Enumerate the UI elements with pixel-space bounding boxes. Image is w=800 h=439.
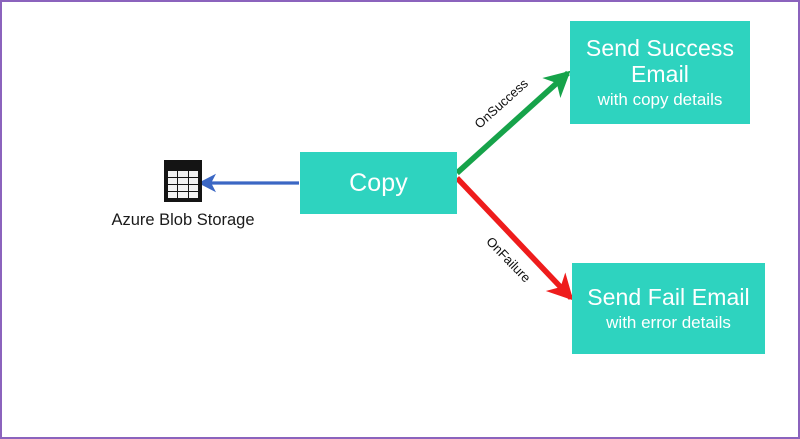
edge-copy-to-success <box>455 70 571 176</box>
table-grid-icon-row <box>168 171 198 177</box>
activity-node-copy[interactable]: Copy <box>300 152 457 214</box>
activity-node-success-title: Send Success Email <box>585 35 735 87</box>
table-grid-icon-row <box>168 178 198 184</box>
activity-node-copy-label: Copy <box>349 169 408 197</box>
table-grid-icon-row <box>168 192 198 198</box>
activity-node-fail-title: Send Fail Email <box>587 284 750 311</box>
activity-node-send-success-email[interactable]: Send Success Email with copy details <box>570 21 750 124</box>
activity-node-success-subtitle: with copy details <box>597 89 723 109</box>
table-grid-icon <box>164 160 202 202</box>
storage-node-label: Azure Blob Storage <box>111 211 255 229</box>
activity-node-send-fail-email[interactable]: Send Fail Email with error details <box>572 263 765 354</box>
activity-node-fail-subtitle: with error details <box>606 312 731 332</box>
storage-node-azure-blob-storage[interactable]: Azure Blob Storage <box>98 160 268 230</box>
edge-copy-to-failure <box>454 176 574 301</box>
table-grid-icon-row <box>168 185 198 191</box>
